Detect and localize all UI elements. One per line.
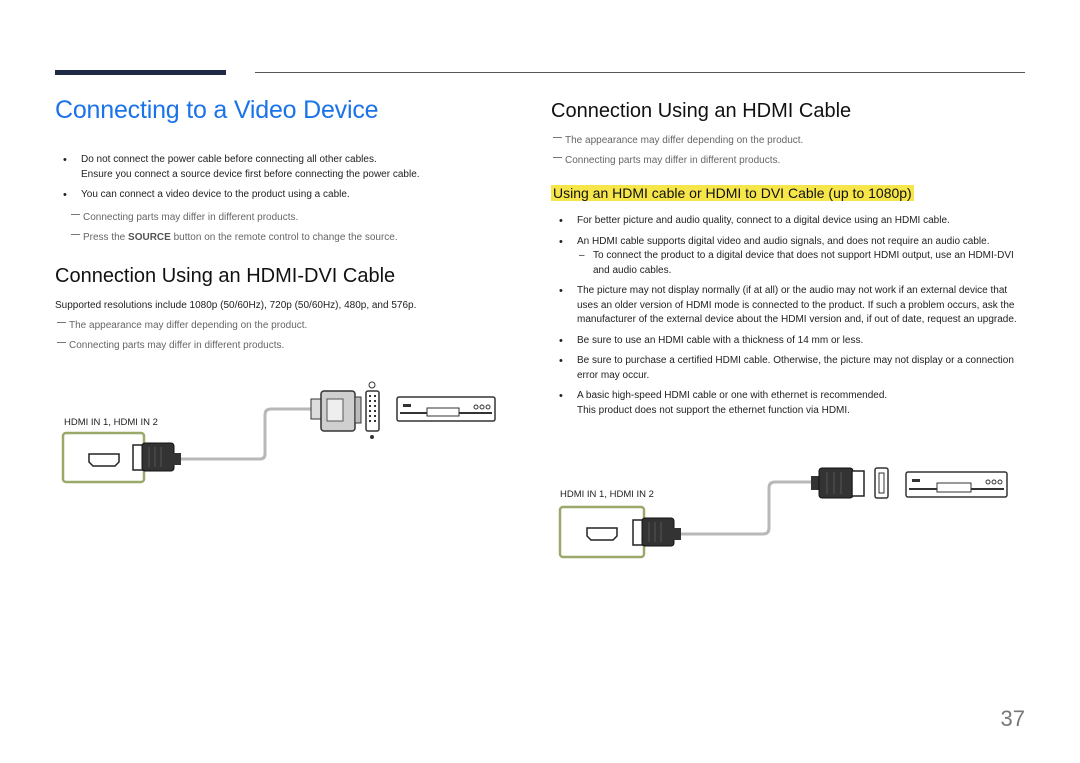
intro-bullets: Do not connect the power cable before co… bbox=[55, 153, 475, 209]
hdmi-device-port-icon bbox=[874, 467, 889, 499]
hdmi-subsection-title: Using an HDMI cable or HDMI to DVI Cable… bbox=[551, 185, 914, 201]
page-title: Connecting to a Video Device bbox=[55, 96, 379, 124]
player-device-icon bbox=[905, 471, 1008, 498]
list-item: Be sure to purchase a certified HDMI cab… bbox=[551, 354, 1021, 383]
port-label: HDMI IN 1, HDMI IN 2 bbox=[64, 417, 158, 428]
dvi-plug-icon bbox=[310, 390, 362, 432]
list-item: Do not connect the power cable before co… bbox=[55, 153, 475, 182]
hdmi-dvi-diagram bbox=[61, 381, 496, 484]
dvi-port-icon bbox=[365, 381, 380, 439]
note-item: Press the SOURCE button on the remote co… bbox=[69, 231, 475, 245]
list-item: The picture may not display normally (if… bbox=[551, 284, 1021, 328]
hdmi-bullets: For better picture and audio quality, co… bbox=[551, 214, 1021, 424]
source-keyword: SOURCE bbox=[128, 232, 171, 243]
list-item: An HDMI cable supports digital video and… bbox=[551, 235, 1021, 279]
hdmi-port-icon bbox=[61, 431, 146, 484]
header-rule bbox=[255, 72, 1025, 73]
note-item: Connecting parts may differ in different… bbox=[55, 339, 475, 353]
note-item: Connecting parts may differ in different… bbox=[69, 211, 475, 225]
hdmi-dvi-notes: The appearance may differ depending on t… bbox=[55, 319, 475, 359]
list-item: Be sure to use an HDMI cable with a thic… bbox=[551, 334, 1021, 349]
hdmi-dvi-section-title: Connection Using an HDMI-DVI Cable bbox=[55, 265, 396, 287]
hdmi-port-icon bbox=[558, 505, 646, 559]
note-item: The appearance may differ depending on t… bbox=[551, 134, 1021, 148]
page-number: 37 bbox=[1000, 706, 1025, 731]
hdmi-plug-icon bbox=[811, 467, 865, 499]
hdmi-plug-icon bbox=[132, 442, 181, 472]
header-accent-bar bbox=[55, 70, 226, 75]
hdmi-section-title: Connection Using an HDMI Cable bbox=[551, 100, 852, 122]
list-item: For better picture and audio quality, co… bbox=[551, 214, 1021, 229]
hdmi-plug-icon bbox=[632, 517, 681, 547]
intro-notes: Connecting parts may differ in different… bbox=[69, 211, 475, 251]
list-item: You can connect a video device to the pr… bbox=[55, 188, 475, 203]
hdmi-diagram bbox=[558, 467, 1008, 559]
port-label: HDMI IN 1, HDMI IN 2 bbox=[560, 489, 654, 500]
list-item: A basic high-speed HDMI cable or one wit… bbox=[551, 389, 1021, 418]
player-device-icon bbox=[396, 396, 496, 422]
note-item: Connecting parts may differ in different… bbox=[551, 154, 1021, 168]
note-item: The appearance may differ depending on t… bbox=[55, 319, 475, 333]
hdmi-notes: The appearance may differ depending on t… bbox=[551, 134, 1021, 174]
supported-resolutions: Supported resolutions include 1080p (50/… bbox=[55, 300, 417, 311]
